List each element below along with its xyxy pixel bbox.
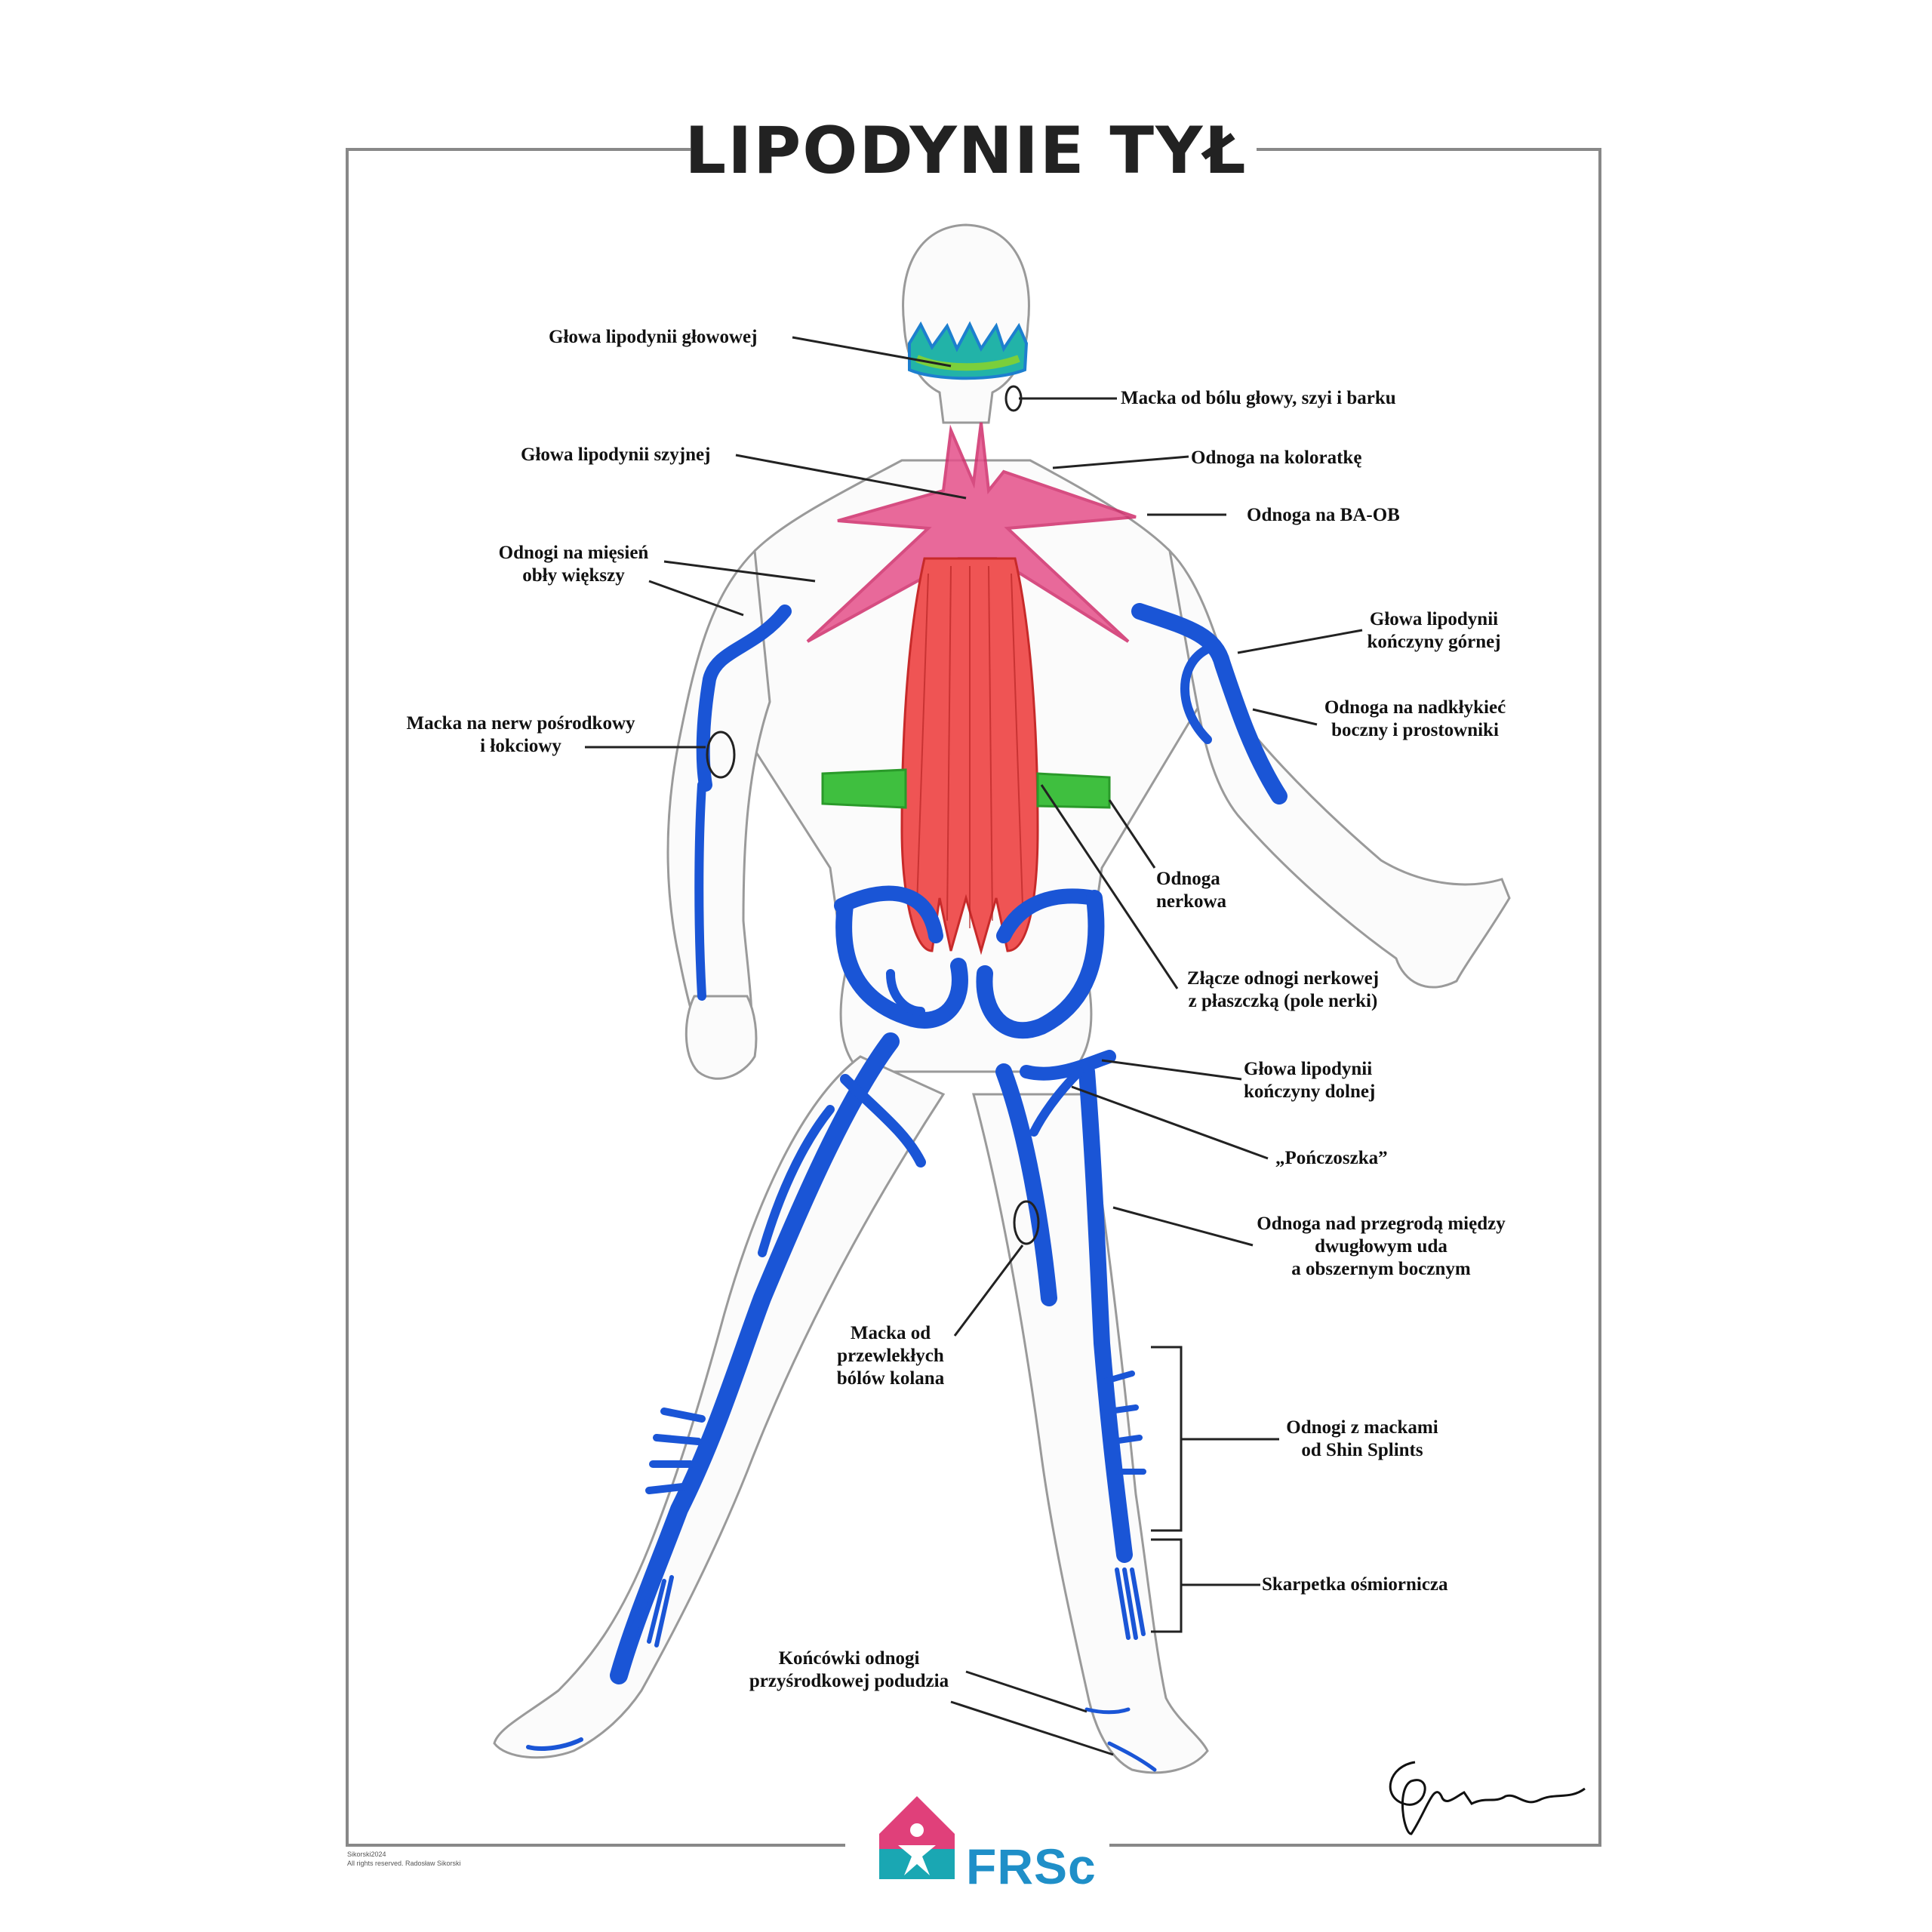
label-shin-splints-line1: Odnogi z mackami — [1286, 1417, 1438, 1438]
signature — [1389, 1761, 1586, 1835]
label-glowa-szyjnej: Głowa lipodynii szyjnej — [521, 445, 711, 465]
label-ponczoszka: „Pończoszka” — [1275, 1148, 1388, 1168]
label-macka-bolu-glowy: Macka od bólu głowy, szyi i barku — [1121, 388, 1396, 408]
label-odnoga-nadklykiec-line1: Odnoga na nadkłykieć — [1324, 697, 1506, 718]
label-shin-splints-line2: od Shin Splints — [1301, 1440, 1423, 1460]
label-odnogi-miesien-line1: Odnogi na mięsień — [498, 543, 649, 563]
label-shin-splints: Odnogi z mackami od Shin Splints — [1275, 1417, 1449, 1462]
footer-line1: Sikorski2024 — [347, 1850, 386, 1858]
label-odnogi-miesien-line2: obły większy — [522, 565, 625, 586]
label-macka-nerw: Macka na nerw pośrodkowy i łokciowy — [396, 712, 645, 758]
label-zlacze-line2: z płaszczką (pole nerki) — [1188, 991, 1378, 1011]
label-glowa-dolnej: Głowa lipodynii kończyny dolnej — [1244, 1058, 1375, 1103]
frsc-logo-icon — [879, 1796, 955, 1879]
label-odnoga-przegroda-line2: dwugłowym uda — [1315, 1236, 1447, 1257]
label-macka-nerw-line2: i łokciowy — [480, 736, 561, 756]
frsc-logo-text: FRSc — [966, 1838, 1097, 1894]
label-macka-kolana: Macka od przewlekłych bólów kolana — [819, 1322, 962, 1390]
label-skarpetka: Skarpetka ośmiornicza — [1262, 1574, 1448, 1595]
label-macka-kolana-line3: bólów kolana — [836, 1368, 945, 1389]
label-glowa-dolnej-line2: kończyny dolnej — [1244, 1081, 1376, 1102]
footer-line2: All rights reserved. Radosław Sikorski — [347, 1860, 461, 1867]
label-koncowki-line1: Końcówki odnogi — [778, 1648, 920, 1669]
label-zlacze-line1: Złącze odnogi nerkowej — [1186, 968, 1380, 989]
label-glowa-gornej-line2: kończyny górnej — [1367, 632, 1501, 652]
label-koncowki-line2: przyśrodkowej podudzia — [749, 1671, 949, 1691]
label-odnoga-przegroda-line3: a obszernym bocznym — [1291, 1259, 1471, 1279]
label-odnoga-przegroda: Odnoga nad przegrodą między dwugłowym ud… — [1245, 1213, 1517, 1281]
label-glowa-gornej-line1: Głowa lipodynii — [1369, 609, 1499, 629]
label-koncowki: Końcówki odnogi przyśrodkowej podudzia — [736, 1647, 962, 1693]
kidney-band — [821, 768, 1111, 809]
page-title: LIPODYNIE TYŁ — [685, 113, 1247, 189]
blue-branches — [526, 603, 1287, 1772]
label-odnoga-przegroda-line1: Odnoga nad przegrodą między — [1257, 1214, 1506, 1234]
label-glowa-gornej: Głowa lipodynii kończyny górnej — [1355, 608, 1513, 654]
neck-lipodynia — [806, 422, 1137, 643]
label-odnoga-ba-ob: Odnoga na BA-OB — [1247, 505, 1400, 525]
label-glowa-glowowej: Głowa lipodynii głowowej — [549, 327, 758, 347]
leader-lines — [585, 336, 1363, 1756]
label-odnogi-miesien: Odnogi na mięsień obły większy — [491, 542, 657, 587]
label-macka-kolana-line1: Macka od — [850, 1323, 931, 1343]
label-odnoga-nadklykiec-line2: boczny i prostowniki — [1331, 720, 1499, 740]
label-glowa-dolnej-line1: Głowa lipodynii — [1244, 1059, 1373, 1079]
label-odnoga-nerkowa-line1: Odnoga — [1156, 869, 1220, 889]
poster-frame — [346, 148, 1601, 1847]
label-zlacze: Złącze odnogi nerkowej z płaszczką (pole… — [1166, 968, 1400, 1013]
label-odnoga-koloratke: Odnoga na koloratkę — [1191, 448, 1362, 468]
label-odnoga-nerkowa-line2: nerkowa — [1156, 891, 1227, 912]
label-macka-nerw-line1: Macka na nerw pośrodkowy — [406, 713, 635, 734]
label-macka-kolana-line2: przewlekłych — [837, 1346, 944, 1366]
spine-muscle — [900, 557, 1039, 955]
label-odnoga-nerkowa: Odnoga nerkowa — [1156, 868, 1226, 913]
label-odnoga-nadklykiec: Odnoga na nadkłykieć boczny i prostownik… — [1313, 697, 1517, 742]
